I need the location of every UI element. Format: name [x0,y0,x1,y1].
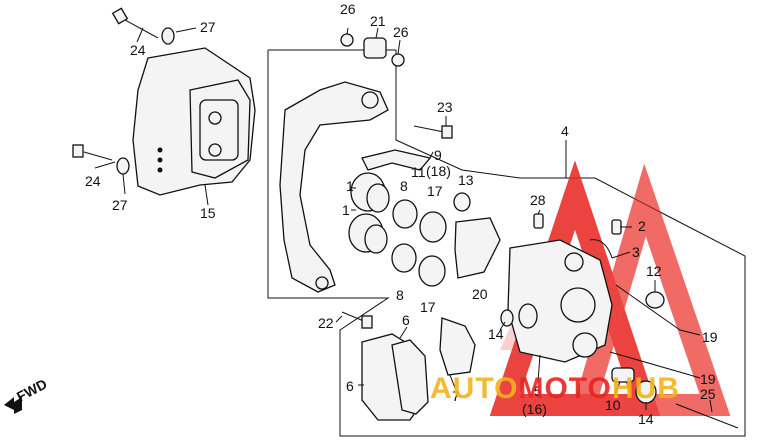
forward-arrow-icon [4,397,22,414]
callout-7: 7 [452,388,460,404]
callout-25: 25 [700,386,716,402]
seal-8-upper [392,199,418,229]
callout-1-lower: 1 [342,202,350,218]
bolt-22 [341,311,373,329]
bolt-24-top [111,7,159,39]
callout-12: 12 [646,263,662,279]
pipe-3 [589,239,613,259]
shim-20 [454,217,501,279]
callout-26-left: 26 [340,1,356,17]
boot-13 [453,192,471,212]
seal-17-lower [418,255,446,287]
callout-8-upper: 8 [400,178,408,194]
boot-14-upper [500,309,514,327]
callout-6-lower: 6 [346,378,354,394]
callout-5: 5 [534,383,542,399]
callout-28: 28 [530,192,546,208]
washer-27-top [161,27,175,45]
callout-4: 4 [561,123,569,139]
watermark-segment: MOTO [518,372,611,405]
callout-26-right: 26 [393,24,409,40]
callout-9: 9 [434,147,442,163]
callout-6-upper: 6 [402,312,410,328]
bolt-24-left [72,144,113,161]
assembly-boundary-line [267,49,746,437]
guide-21 [363,37,387,59]
pin-10 [611,367,635,383]
seal-26-right [391,53,405,67]
piston-1-lower [348,213,388,254]
caliper-assembly-15 [132,47,256,196]
washer-27-left [116,157,130,175]
shim-7 [439,317,476,376]
callout-1-upper: 1 [346,178,354,194]
pad-6-front [391,339,429,415]
callout-19-lower: 19 [700,371,716,387]
callout-19-upper: 19 [702,329,718,345]
callout-21: 21 [370,13,386,29]
callout-8-lower: 8 [396,287,404,303]
pin-25 [675,403,739,429]
callout-22: 22 [318,315,334,331]
callout-17-upper: 17 [427,183,443,199]
pin-19-upper [615,284,681,331]
bleeder-28 [533,213,544,229]
piston-1-upper [350,172,390,213]
callout-14-lower: 14 [638,411,654,427]
callout-27-left: 27 [112,197,128,213]
callout-2: 2 [638,218,646,234]
watermark-segment: AUTO [430,372,518,405]
callout-11: 11 [411,164,426,180]
pad-spring-11 [361,149,432,171]
forward-direction-label: FWD [14,376,50,405]
collar-12 [645,291,665,309]
callout-20: 20 [472,286,488,302]
watermark-text: AUTOMOTOHUB [430,372,680,405]
bleeder-2 [611,219,622,235]
callout-14-upper: 14 [488,326,504,342]
seal-26-left [340,33,354,47]
callout-3: 3 [632,244,640,260]
caliper-bracket [279,81,389,293]
seal-8-lower [391,243,417,273]
callout-16: (16) [522,401,547,417]
callout-labels: 27 24 26 21 26 23 4 9 (18) 11 1 1 8 17 1… [85,1,718,427]
callout-17-lower: 17 [420,299,436,315]
leader-lines [94,27,713,413]
callout-10: 10 [605,397,621,413]
watermark-segment: HUB [612,372,680,405]
pin-19-lower [609,351,691,376]
callout-18: (18) [426,163,451,179]
callout-27-top: 27 [200,19,216,35]
caliper-body-4 [507,239,613,363]
bolt-23 [413,125,453,139]
seal-17-upper [419,211,447,243]
callout-15: 15 [200,205,216,221]
callout-23: 23 [437,99,453,115]
callout-24-top: 24 [130,42,146,58]
callout-13: 13 [458,172,474,188]
callout-24-left: 24 [85,173,101,189]
